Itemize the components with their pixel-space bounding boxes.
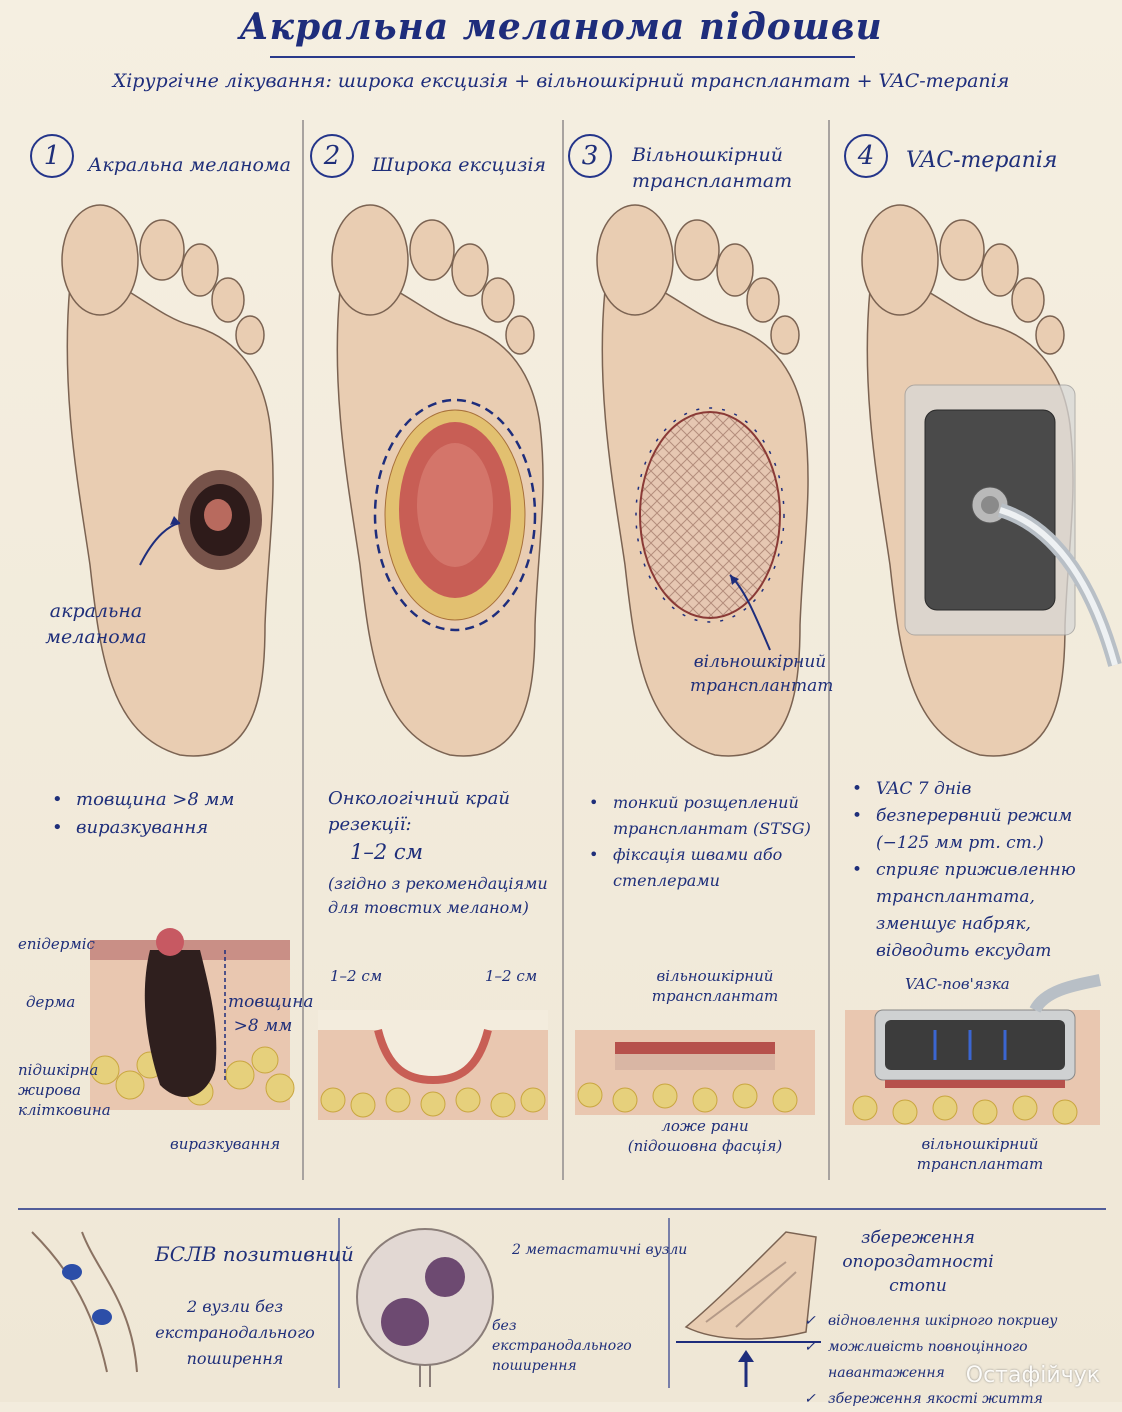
function-checklist: відновлення шкірного покриву можливість … xyxy=(800,1308,1115,1412)
step-number: 4 xyxy=(844,134,888,178)
bullet-item: фіксація швами або степлерами xyxy=(585,842,820,894)
lymph-node-section-illustration xyxy=(356,1228,494,1387)
author-signature: Остафійчук xyxy=(965,1363,1100,1388)
bullet-item: безперервний режим (−125 мм рт. ст.) xyxy=(848,803,1108,857)
step-4-bullets: VAC 7 днів безперервний режим (−125 мм р… xyxy=(848,776,1108,965)
bottom-divider xyxy=(668,1218,670,1388)
foot-illustration xyxy=(61,204,274,757)
margin-value: 1–2 см xyxy=(350,840,424,864)
vac-graft-label: вільношкірний трансплантат xyxy=(916,1135,1044,1173)
excision-wound xyxy=(373,398,537,632)
margin-note: (згідно з рекомендаціями для товстих мел… xyxy=(328,874,548,917)
poster-title: Акральна меланома підошви xyxy=(239,6,883,48)
bullet-item: виразкування xyxy=(48,814,288,842)
step-title: Акральна меланома xyxy=(88,154,292,176)
bullet-item: товщина >8 мм xyxy=(48,786,288,814)
step-3-bullets: тонкий розщеплений трансплантат (STSG) ф… xyxy=(585,790,820,894)
epidermis-label: епідерміс xyxy=(18,935,95,953)
skin-graft xyxy=(635,407,785,623)
vac-dressing xyxy=(904,384,1122,667)
title-underline xyxy=(270,56,855,58)
margin-left-label: 1–2 см xyxy=(330,967,383,985)
step-number: 1 xyxy=(30,134,74,178)
margin-right-label: 1–2 см xyxy=(485,967,538,985)
step-1-bullets: товщина >8 мм виразкування xyxy=(48,786,288,842)
ulceration-label: виразкування xyxy=(170,1135,281,1153)
foot-illustration xyxy=(861,204,1122,757)
bullet-item: сприяє приживленню трансплантата, зменшу… xyxy=(848,857,1108,965)
slnb-note: 2 вузли без екстранодального поширення xyxy=(155,1297,315,1368)
foot-skeleton-illustration xyxy=(676,1231,821,1387)
lymph-node-leg-illustration xyxy=(31,1231,138,1373)
lesion-label: акральна меланома xyxy=(45,600,147,648)
function-title: збереження опороздатності стопи xyxy=(842,1228,994,1296)
check-item: відновлення шкірного покриву xyxy=(800,1308,1115,1334)
column-divider xyxy=(828,120,830,1180)
step-title: Широка ексцизія xyxy=(372,154,546,176)
skin-section-graft xyxy=(575,1030,815,1115)
step-title: VAC-терапія xyxy=(906,148,1058,173)
margin-title: Онкологічний край резекції: xyxy=(328,788,510,835)
foot-illustration xyxy=(596,204,809,757)
step-title: Вільношкірний трансплантат xyxy=(632,144,793,192)
subcut-label: підшкірна жирова клітковина xyxy=(18,1061,111,1119)
melanoma-lesion xyxy=(178,470,262,570)
foot-illustration xyxy=(331,204,544,757)
graft-section-label: вільношкірний трансплантат xyxy=(651,967,779,1005)
vac-dressing-label: VAC-пов'язка xyxy=(905,975,1010,993)
node-bottom-label: без екстранодального поширення xyxy=(492,1318,632,1374)
step-number: 3 xyxy=(568,134,612,178)
column-divider xyxy=(562,120,564,1180)
check-item: можливість повноцінного навантаження xyxy=(800,1334,1115,1386)
node-top-label: 2 метастатичні вузли xyxy=(512,1242,688,1258)
dermis-label: дерма xyxy=(26,993,76,1011)
check-item: збереження якості життя xyxy=(800,1386,1115,1412)
step-number: 2 xyxy=(310,134,354,178)
bullet-item: тонкий розщеплений трансплантат (STSG) xyxy=(585,790,820,842)
skin-section-vac xyxy=(845,974,1102,1125)
bullet-item: VAC 7 днів xyxy=(848,776,1108,803)
bottom-divider xyxy=(18,1208,1106,1210)
slnb-title: БСЛВ позитивний xyxy=(155,1242,354,1266)
poster-subtitle: Хірургічне лікування: широка ексцизія + … xyxy=(112,70,1010,92)
wound-bed-label: ложе рани (підошовна фасція) xyxy=(627,1117,783,1155)
skin-section-tumor xyxy=(90,928,295,1110)
column-divider xyxy=(302,120,304,1180)
skin-section-excision xyxy=(318,1010,548,1120)
graft-label: вільношкірний трансплантат xyxy=(690,652,834,696)
thickness-label: товщина >8 мм xyxy=(228,992,314,1036)
bottom-divider xyxy=(338,1218,340,1388)
